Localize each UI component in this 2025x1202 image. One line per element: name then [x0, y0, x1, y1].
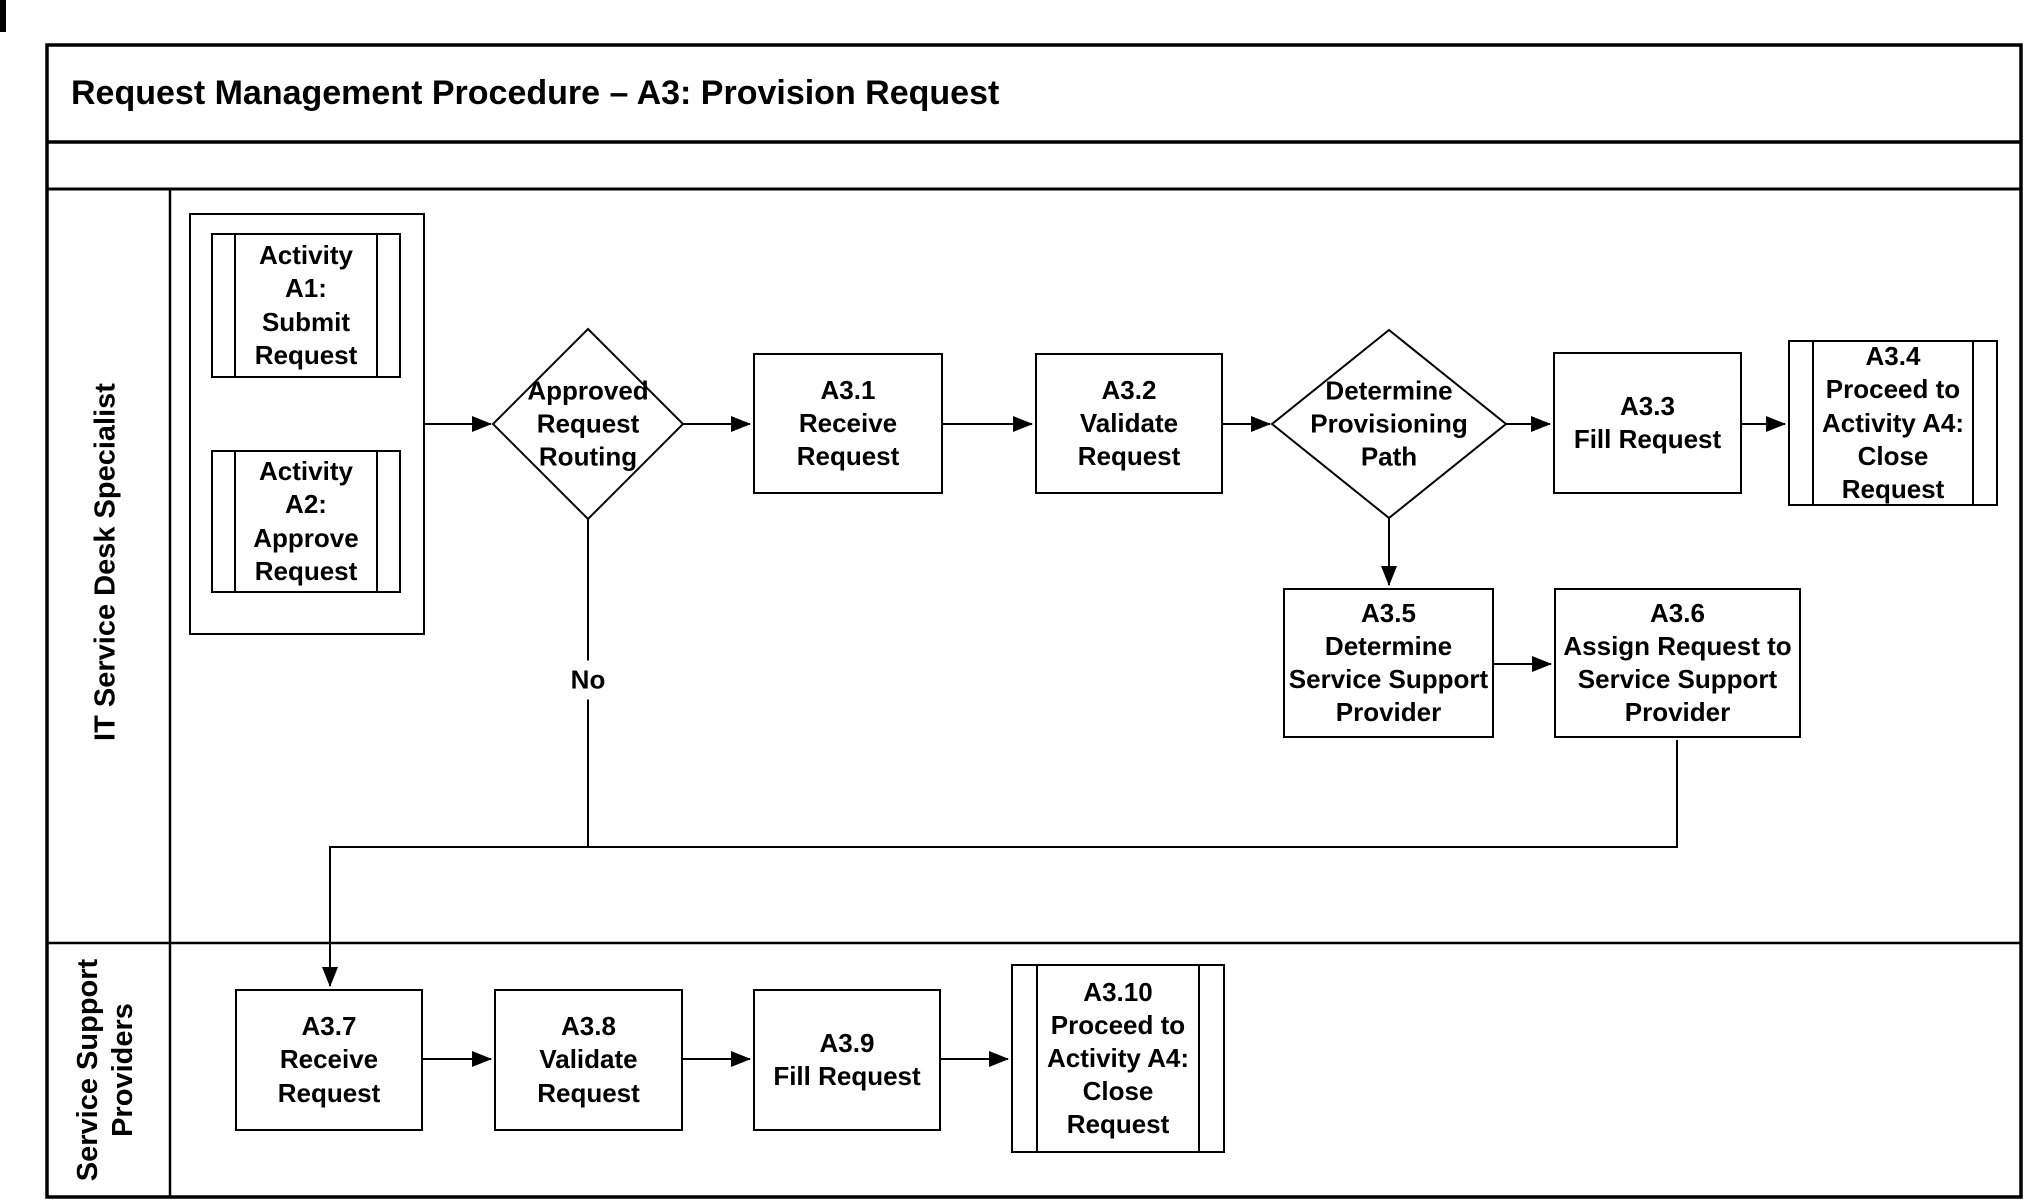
node-a3-4-proceed-to-close-request: A3.4 Proceed to Activity A4: Close Reque… [1788, 340, 1998, 506]
node-a3-5-determine-service-support-provider: A3.5 Determine Service Support Provider [1283, 588, 1494, 738]
node-label: A3.6 Assign Request to Service Support P… [1563, 597, 1792, 728]
node-label: A3.3 Fill Request [1573, 390, 1722, 454]
subroutine-stripe [234, 235, 236, 376]
node-label: A3.8 Validate Request [537, 1011, 640, 1108]
node-label: A3.1 Receive Request [796, 374, 900, 471]
subroutine-stripe [234, 452, 236, 591]
node-label: A3.10 Proceed to Activity A4: Close Requ… [1046, 976, 1190, 1140]
screen-edge-artifact [0, 0, 6, 32]
node-label: Activity A2: Approve Request [253, 456, 359, 586]
node-a3-2-validate-request: A3.2 Validate Request [1035, 353, 1223, 494]
node-label: A3.9 Fill Request [773, 1027, 921, 1091]
node-label: Activity A1: Submit Request [254, 240, 358, 370]
outer-frame [45, 43, 2023, 1199]
edge-label-no: No [564, 660, 612, 700]
node-activity-a2-approve-request: Activity A2: Approve Request [211, 450, 401, 593]
node-label: A3.5 Determine Service Support Provider [1288, 597, 1489, 728]
connector-a3-6-to-a3-7 [322, 740, 1678, 987]
lane-label-service-support-providers: Service Support Providers [72, 958, 139, 1182]
node-decision-determine-provisioning-path: Determine Provisioning Path [1310, 375, 1468, 472]
subroutine-stripe [1812, 342, 1814, 504]
subroutine-stripe [376, 452, 378, 591]
subroutine-stripe [1198, 966, 1200, 1151]
lane-label-it-service-desk-specialist: IT Service Desk Specialist [89, 383, 122, 741]
node-label: A3.4 Proceed to Activity A4: Close Reque… [1821, 341, 1965, 504]
node-decision-approved-request-routing: Approved Request Routing [527, 375, 649, 472]
node-label: A3.7 Receive Request [277, 1011, 381, 1108]
node-activity-a1-submit-request: Activity A1: Submit Request [211, 233, 401, 378]
page-title: Request Management Procedure – A3: Provi… [71, 74, 1000, 112]
subroutine-stripe [1972, 342, 1974, 504]
node-a3-7-receive-request: A3.7 Receive Request [235, 989, 423, 1131]
node-a3-10-proceed-to-close-request: A3.10 Proceed to Activity A4: Close Requ… [1011, 964, 1225, 1153]
subroutine-stripe [1036, 966, 1038, 1151]
subroutine-stripe [376, 235, 378, 376]
node-a3-8-validate-request: A3.8 Validate Request [494, 989, 683, 1131]
node-a3-1-receive-request: A3.1 Receive Request [753, 353, 943, 494]
node-label: A3.2 Validate Request [1077, 374, 1181, 471]
node-a3-6-assign-request: A3.6 Assign Request to Service Support P… [1554, 588, 1801, 738]
node-a3-9-fill-request: A3.9 Fill Request [753, 989, 941, 1131]
node-a3-3-fill-request: A3.3 Fill Request [1553, 352, 1742, 494]
